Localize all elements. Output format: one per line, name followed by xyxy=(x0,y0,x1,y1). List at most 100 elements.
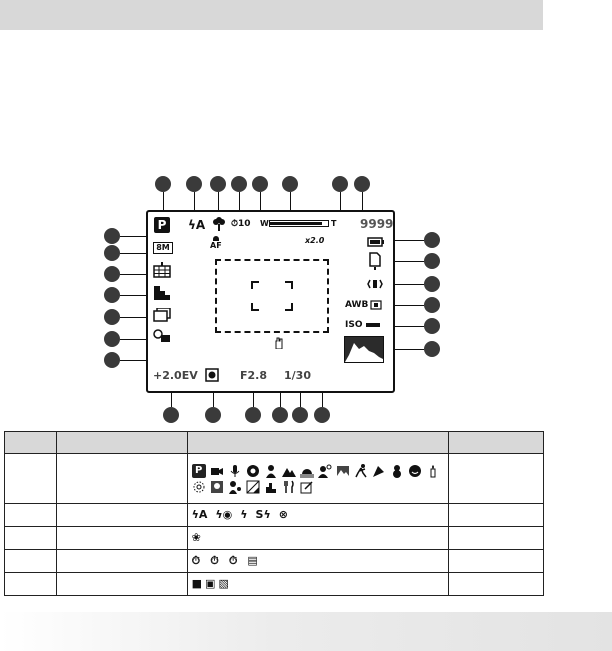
memory-card-icon xyxy=(369,252,381,270)
callout-left-7 xyxy=(104,352,120,368)
header-bar xyxy=(0,0,543,30)
callout-right-4 xyxy=(424,297,440,313)
table-row: ❀ xyxy=(4,526,544,550)
ev-compensation: +2.0EV xyxy=(153,369,198,382)
callout-right-5 xyxy=(424,318,440,334)
shutter-speed-value: 1/30 xyxy=(284,369,311,382)
text-icon xyxy=(246,480,260,493)
continuous-glyph: ▤ xyxy=(247,554,258,567)
party-icon xyxy=(372,465,384,477)
candle-icon xyxy=(430,464,436,477)
callout-right-1 xyxy=(424,232,440,248)
table-row: ■ ▣ ▧ xyxy=(4,572,544,596)
table-header-cell xyxy=(448,431,544,454)
continuous-shot-icon xyxy=(153,308,171,322)
sport-icon xyxy=(354,463,367,477)
af-indicator: AF xyxy=(210,236,222,250)
image-size-indicator: 8M xyxy=(153,242,173,254)
flash-slow-sync-glyph: Sϟ xyxy=(255,508,271,521)
callout-bottom-6 xyxy=(314,407,330,423)
zoom-bar xyxy=(269,220,329,227)
iso-label: ISO xyxy=(345,320,363,330)
callout-left-3 xyxy=(104,266,120,282)
metering-icons: ■ ▣ ▧ xyxy=(192,575,445,593)
callout-left-6 xyxy=(104,331,120,347)
program-icon: P xyxy=(191,463,206,478)
af-label: AF xyxy=(210,241,222,250)
flash-auto-glyph: ϟA xyxy=(191,508,208,521)
portrait-icon xyxy=(265,464,276,478)
self-timer-glyph: ⏱ xyxy=(210,554,219,567)
lcd-screen: P ϟA ⏱10 W T 9999 x2.0 AF 8M xyxy=(146,210,395,393)
callout-5 xyxy=(252,176,268,192)
self-timer-glyph: ⏱ xyxy=(191,554,201,567)
icon-table: P xyxy=(4,431,544,596)
scenery-icon xyxy=(336,465,349,476)
flash-mode-icons: ϟA ϟ◉ ϟ Sϟ ⊗ xyxy=(192,506,445,524)
flash-off-glyph: ⊗ xyxy=(278,508,288,521)
movie-icon xyxy=(210,467,223,475)
night-portrait-icon xyxy=(317,464,332,478)
food-icon xyxy=(265,482,276,493)
anti-shake-icon xyxy=(366,278,384,290)
iso-value-bar xyxy=(366,323,381,327)
snow-icon xyxy=(392,464,401,478)
histogram xyxy=(344,336,384,363)
table-row: P xyxy=(4,453,544,504)
metering-icon xyxy=(370,300,382,310)
af-lamp-icon xyxy=(212,236,219,241)
table-header-row xyxy=(4,431,544,454)
callout-left-1 xyxy=(104,228,120,244)
digital-zoom-indicator: x2.0 xyxy=(305,236,325,245)
backlight-icon xyxy=(210,480,223,493)
callout-4 xyxy=(231,176,247,192)
landscape-icon xyxy=(281,467,296,477)
callout-bottom-2 xyxy=(205,407,221,423)
callout-8 xyxy=(354,176,370,192)
program-glyph: P xyxy=(194,464,203,476)
self-timer-icons: ⏱ ⏱ ⏱ ▤ xyxy=(192,552,445,570)
cutlery-icon xyxy=(283,480,294,493)
callout-left-4 xyxy=(104,287,120,303)
macro-icon xyxy=(212,217,226,231)
callout-2 xyxy=(186,176,202,192)
sharpness-icon xyxy=(153,285,171,301)
program-mode-icon: P xyxy=(154,217,170,233)
flash-on-glyph: ϟ xyxy=(240,508,248,521)
table-header-cell xyxy=(4,431,57,454)
footer-bar xyxy=(0,612,612,651)
sunset-icon xyxy=(299,468,314,477)
flash-mode-indicator: ϟA xyxy=(188,219,205,231)
metering-spot-glyph: ▧ xyxy=(218,577,229,590)
shots-remaining: 9999 xyxy=(360,217,394,231)
iso-indicator: ISO xyxy=(345,320,381,330)
callout-bottom-5 xyxy=(292,407,308,423)
metering-center-glyph: ▣ xyxy=(205,577,216,590)
macro-icons: ❀ xyxy=(192,529,445,547)
flash-red-eye-glyph: ϟ◉ xyxy=(215,508,233,521)
self-timer-glyph: ⏱ xyxy=(228,554,238,567)
callout-right-6 xyxy=(424,341,440,357)
zoom-wide-label: W xyxy=(260,219,269,228)
self-timer-label: ⏱10 xyxy=(231,219,251,229)
frame-icon xyxy=(300,480,313,493)
kids-icon xyxy=(228,480,241,494)
aperture-value: F2.8 xyxy=(240,369,268,382)
callout-7 xyxy=(332,176,348,192)
callout-6 xyxy=(282,176,298,192)
battery-icon xyxy=(367,237,385,247)
callout-right-2 xyxy=(424,253,440,269)
quality-icon xyxy=(153,262,171,278)
table-header-cell xyxy=(186,431,450,454)
flash-mode-label: ϟA xyxy=(188,218,206,232)
program-mode-label: P xyxy=(157,218,167,232)
callout-left-5 xyxy=(104,309,120,325)
table-row: ⏱ ⏱ ⏱ ▤ xyxy=(4,549,544,573)
callout-bottom-3 xyxy=(245,407,261,423)
date-stamp-icon xyxy=(153,329,171,343)
callout-bottom-1 xyxy=(163,407,179,423)
self-timer-indicator: ⏱10 xyxy=(231,219,251,229)
smile-icon xyxy=(408,464,421,477)
zoom-bar-fill xyxy=(270,222,323,225)
callout-1 xyxy=(155,176,171,192)
